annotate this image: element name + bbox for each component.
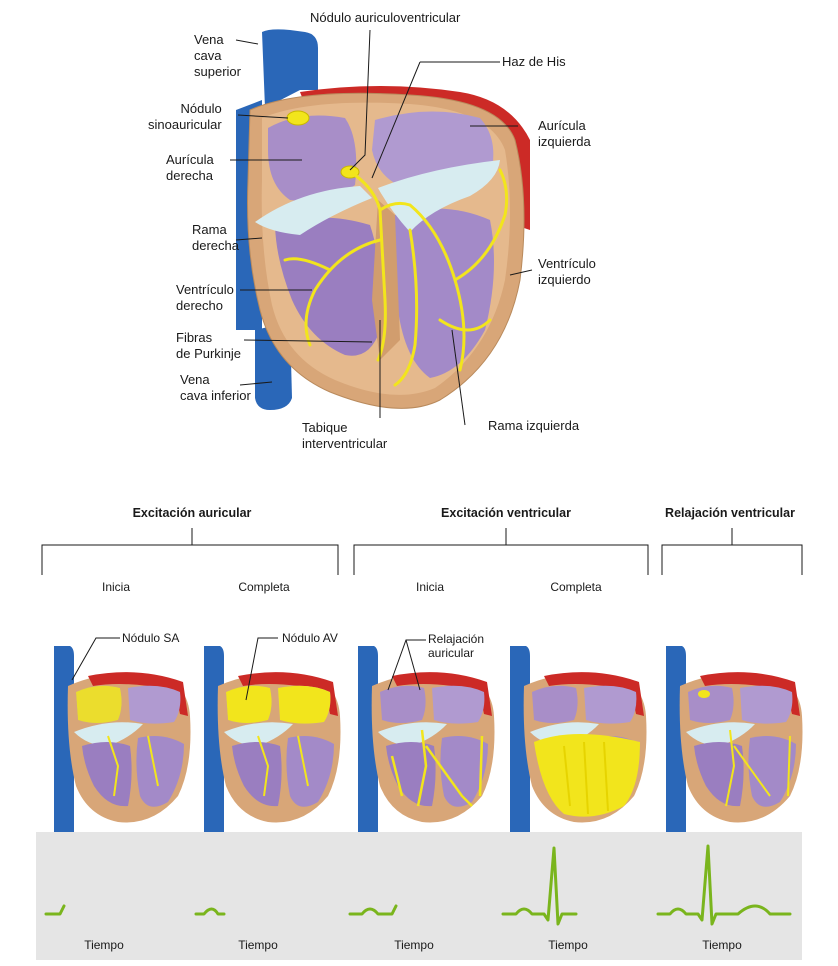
- ecg-time-label-2: Tiempo: [238, 938, 278, 952]
- ecg-trace-2: [196, 909, 224, 914]
- ecg-trace-4: [503, 848, 576, 924]
- ecg-trace-3: [350, 906, 396, 914]
- ecg-time-label-1: Tiempo: [84, 938, 124, 952]
- ecg-time-label-3: Tiempo: [394, 938, 434, 952]
- ecg-time-label-4: Tiempo: [548, 938, 588, 952]
- ecg-trace-5: [658, 846, 790, 924]
- ecg-time-label-5: Tiempo: [702, 938, 742, 952]
- ecg-trace-1: [46, 906, 64, 914]
